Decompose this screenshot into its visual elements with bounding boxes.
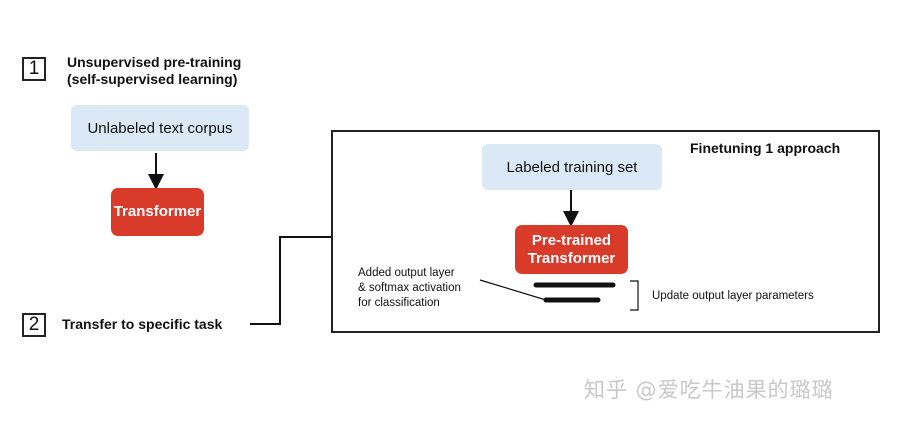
step2-connector <box>250 236 331 325</box>
step-2-label: Transfer to specific task <box>62 316 223 332</box>
labeled-training-set-box: Labeled training set <box>482 144 662 190</box>
pretrained-label-line-2: Transformer <box>527 249 616 267</box>
finetuning-title: Finetuning 1 approach <box>690 140 841 156</box>
annotation-pointer <box>479 279 547 301</box>
finetuning-frame <box>331 130 880 333</box>
update-parameters-label: Update output layer parameters <box>652 290 814 302</box>
step-1-number-box: 1 <box>22 57 46 81</box>
watermark-text: 知乎 @爱吃牛油果的璐璐 <box>584 378 834 402</box>
output-layer-bracket <box>630 280 639 311</box>
annotation-line-2: & softmax activation <box>358 282 461 294</box>
annotation-line-3: for classification <box>358 297 440 309</box>
unlabeled-corpus-label: Unlabeled text corpus <box>87 119 233 137</box>
step-2-number-box: 2 <box>22 313 46 337</box>
step-1-title-line-1: Unsupervised pre-training <box>67 54 242 70</box>
pretrained-label-line-1: Pre-trained <box>531 231 612 249</box>
step-1-title: Unsupervised pre-training (self-supervis… <box>67 54 241 88</box>
annotation-line-1: Added output layer <box>358 267 455 279</box>
transformer-box: Transformer <box>111 188 204 236</box>
pretrained-transformer-box: Pre-trained Transformer <box>515 225 628 274</box>
step-1-title-line-2: (self-supervised learning) <box>67 71 238 87</box>
output-layer-annotation: Added output layer & softmax activation … <box>358 266 461 311</box>
transformer-label: Transformer <box>113 203 202 220</box>
labeled-training-set-label: Labeled training set <box>506 158 638 176</box>
unlabeled-corpus-box: Unlabeled text corpus <box>71 105 249 151</box>
